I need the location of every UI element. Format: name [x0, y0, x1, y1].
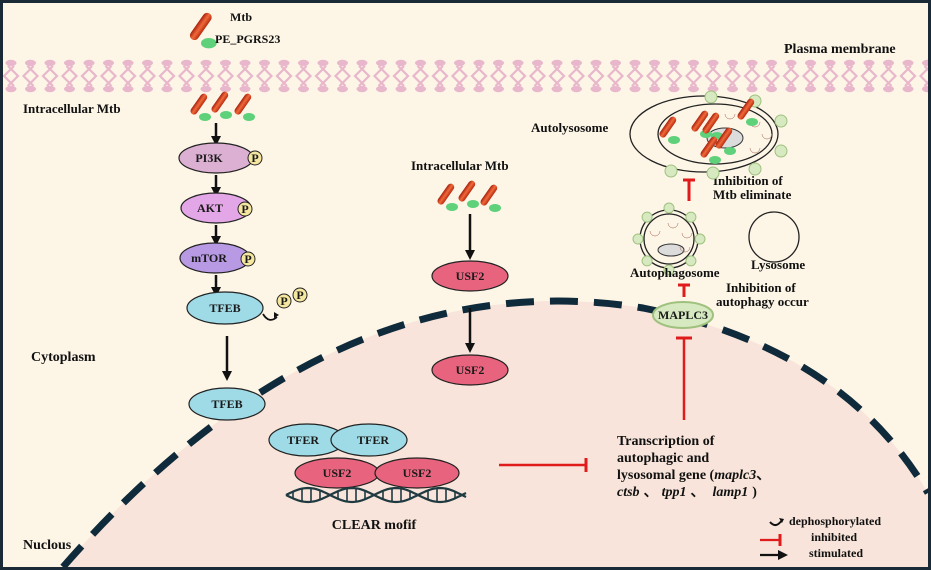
phospho-icon: P — [276, 293, 292, 309]
dna-double-helix — [285, 486, 467, 504]
transcription-genes-line4: ctsb、tpp1、lamp1) — [617, 485, 757, 500]
mtb-icon — [210, 90, 232, 119]
svg-text:P: P — [241, 202, 248, 216]
usf2-nucleus-node — [431, 354, 509, 386]
transcription-text: Transcription of autophagic and — [617, 434, 718, 466]
usf2-right-label: USF2 — [403, 466, 432, 480]
plasma-membrane-bilayer — [3, 59, 928, 93]
lysosome-label: Lysosome — [751, 257, 805, 272]
mtb-icon — [436, 182, 458, 211]
usf2-left-label: USF2 — [323, 466, 352, 480]
plasma-membrane-label: Plasma membrane — [784, 42, 896, 57]
usf2-cyto-node — [431, 260, 509, 292]
clear-motif-label: CLEAR mofif — [332, 518, 417, 533]
legend-stimulated-label: stimulated — [809, 546, 863, 560]
usf2-cyto-label: USF2 — [456, 269, 485, 283]
phospho-icon: P — [292, 287, 308, 303]
svg-text:P: P — [280, 294, 287, 308]
autolysosome-label: Autolysosome — [531, 120, 609, 135]
legend-dephos-arrowhead-icon — [779, 518, 784, 523]
mtb-icon — [233, 92, 255, 121]
nucleus-region — [63, 301, 928, 567]
usf2-nucleus-label: USF2 — [456, 363, 485, 377]
mtb-icon — [479, 183, 501, 212]
tfeb-cyto-node — [186, 291, 264, 325]
dephosphorylation-arrowhead-icon — [274, 312, 279, 318]
tfer-right-node — [330, 423, 408, 457]
phospho-icon: P — [247, 150, 263, 166]
pe-pgrs23-legend-label: PE_PGRS23 — [215, 32, 280, 46]
pi3k-label: PI3K — [195, 151, 223, 165]
nuclear-envelope-dashed — [60, 297, 928, 567]
left-intracellular-mtb-label: Intracellular Mtb — [23, 101, 121, 116]
usf2-right-node — [374, 457, 460, 489]
transcription-genes-line3: lysosomal gene (maplc3、 — [617, 468, 770, 483]
cytoplasm-label: Cytoplasm — [31, 350, 96, 365]
phospho-icon: P — [240, 251, 256, 267]
inhibition-mtb-label: Inhibition of Mtb eliminate — [713, 173, 792, 202]
tfer-right-label: TFER — [357, 433, 389, 447]
tfeb-nucleus-node — [188, 387, 266, 421]
autophagosome-label: Autophagosome — [630, 265, 720, 280]
mtb-legend-label: Mtb — [230, 10, 252, 24]
maplc3-node — [652, 301, 714, 329]
maplc3-label: MAPLC3 — [658, 308, 708, 322]
tfeb-cyto-label: TFEB — [209, 301, 240, 315]
legend-dephos-icon — [769, 519, 783, 526]
svg-text:P: P — [244, 252, 251, 266]
tfeb-nucleus-label: TFEB — [211, 397, 242, 411]
mtb-icon — [457, 179, 479, 208]
left-mtb-icons — [189, 90, 255, 121]
svg-text:P: P — [251, 151, 258, 165]
inhibition-autophagy-label: Inhibition of autophagy occur — [716, 280, 809, 309]
svg-text:P: P — [296, 288, 303, 302]
mtb-icon — [189, 92, 211, 121]
autophagosome-icon — [632, 202, 706, 276]
middle-intracellular-mtb-label: Intracellular Mtb — [411, 158, 509, 173]
mtb-legend-icon — [188, 11, 217, 49]
phospho-icon: P — [237, 201, 253, 217]
middle-mtb-icons — [436, 179, 501, 212]
legend-inhibited-label: inhibited — [811, 530, 857, 544]
mtor-label: mTOR — [191, 251, 227, 265]
diagram-canvas: Mtb PE_PGRS23 Plasma membrane Intracellu… — [3, 10, 928, 567]
dephosphorylation-curve-icon — [262, 313, 278, 321]
tfer-left-label: TFER — [287, 433, 319, 447]
akt-label: AKT — [197, 201, 223, 215]
nucleus-label: Nuclous — [23, 538, 72, 553]
lysosome-icon — [748, 211, 800, 263]
legend-dephosphorylated-label: dephosphorylated — [789, 514, 881, 528]
autolysosome-icon — [629, 90, 788, 180]
pathway-diagram: Mtb PE_PGRS23 Plasma membrane Intracellu… — [3, 3, 928, 567]
